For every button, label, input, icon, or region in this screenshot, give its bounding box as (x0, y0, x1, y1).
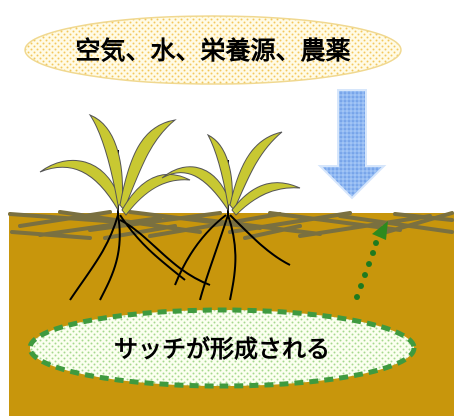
dotted-up-arrow (354, 221, 388, 300)
input-label: 空気、水、栄養源、農薬 (75, 36, 350, 65)
down-arrow (317, 89, 387, 200)
result-label: サッチが形成される (114, 335, 330, 363)
input-ellipse: 空気、水、栄養源、農薬 (24, 15, 402, 85)
result-ellipse: サッチが形成される (27, 307, 417, 389)
grass-plant-left (39, 113, 211, 301)
grass-plant-right (161, 131, 301, 301)
